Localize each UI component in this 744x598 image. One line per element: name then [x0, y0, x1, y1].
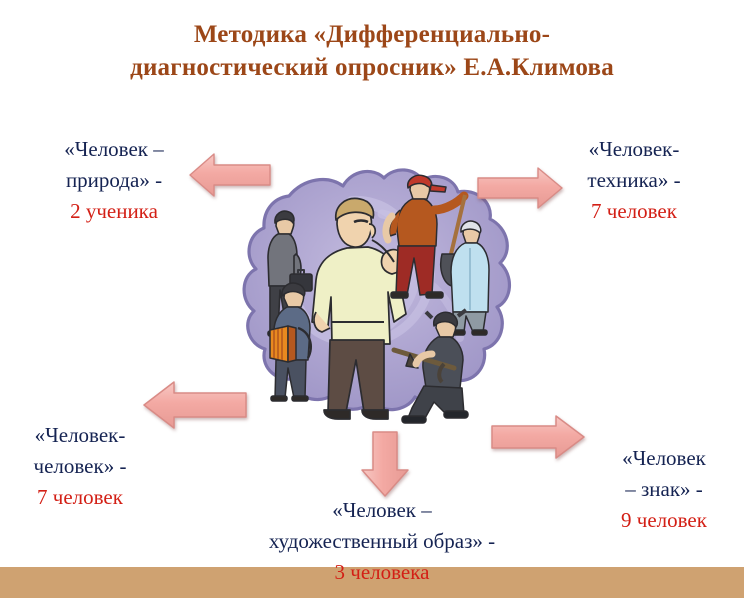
label-человек-человек: «Человек- человек» - 7 человек [0, 420, 160, 513]
label-technique-line-1: «Человек- [588, 137, 680, 161]
label-technique-line-2: техника» - [587, 168, 681, 192]
label-sign-line-2: – знак» - [625, 477, 703, 501]
label-art-line-1: «Человек – [332, 498, 432, 522]
page-title: Методика «Дифференциально- диагностическ… [60, 18, 684, 84]
page-title-line-1: Методика «Дифференциально- [193, 21, 551, 48]
label-art-count: 3 человека [334, 560, 430, 584]
label-human-line-2: человек» - [33, 454, 127, 478]
arrow-left-human [142, 380, 248, 430]
label-человек-техника: «Человек- техника» - 7 человек [536, 134, 732, 227]
arrow-down-art [358, 430, 412, 498]
label-sign-line-1: «Человек [622, 446, 706, 470]
figure-soldier [391, 308, 469, 424]
figure-musician [269, 282, 312, 402]
label-nature-line-2: природа» - [65, 168, 163, 192]
label-nature-line-1: «Человек – [64, 137, 164, 161]
page-title-line-2: диагностический опросник» Е.А.Климова [130, 54, 614, 81]
label-human-count: 7 человек [37, 485, 123, 509]
arrow-right-sign [490, 414, 586, 460]
label-человек-природа: «Человек – природа» - 2 ученика [14, 134, 214, 227]
label-sign-count: 9 человек [621, 508, 707, 532]
label-technique-count: 7 человек [591, 199, 677, 223]
label-art-line-2: художественный образ» - [268, 529, 496, 553]
arrow-left-nature [188, 152, 272, 198]
figure-thinking-man [311, 197, 407, 420]
figure-worker-with-shovel [382, 174, 469, 299]
label-nature-count: 2 ученика [70, 199, 158, 223]
label-human-line-1: «Человек- [34, 423, 126, 447]
arrow-right-technique [476, 166, 564, 210]
professions-illustration [232, 162, 524, 444]
bottom-color-band [0, 567, 744, 598]
label-человек-знак: «Человек – знак» - 9 человек [584, 443, 744, 536]
label-человек-художественный-образ: «Человек – художественный образ» - 3 чел… [182, 495, 582, 588]
